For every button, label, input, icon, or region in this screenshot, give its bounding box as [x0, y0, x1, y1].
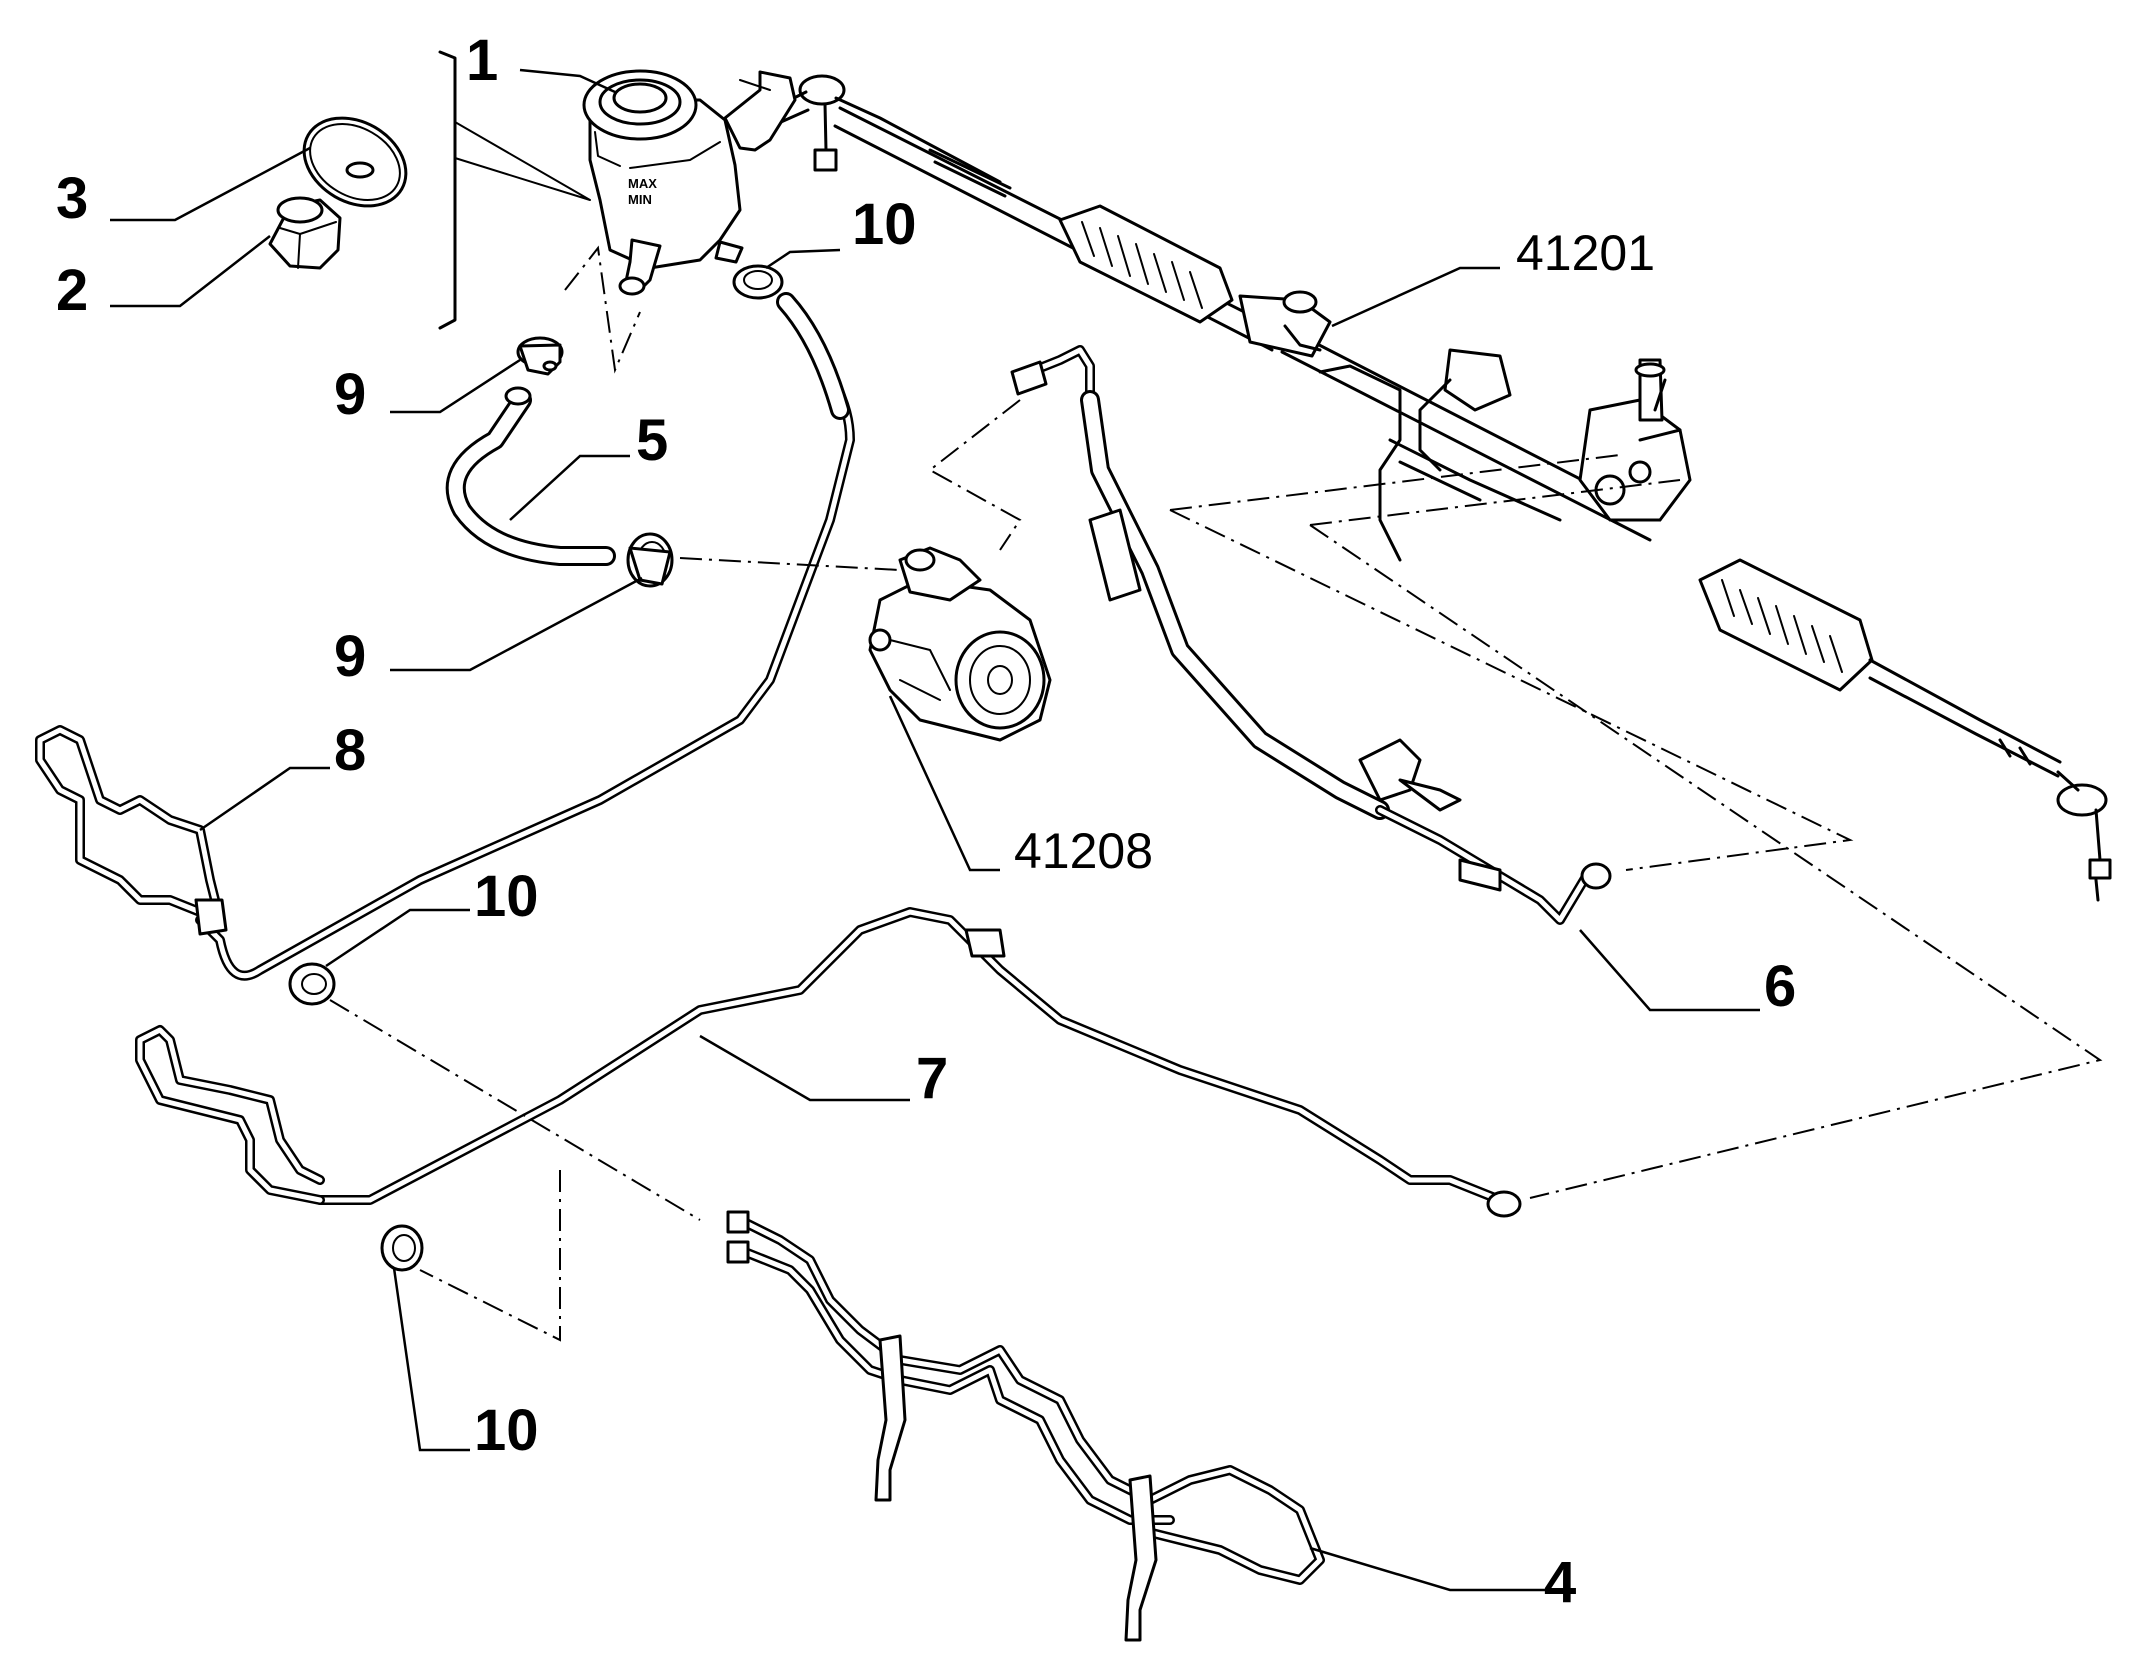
clamp-10-low [380, 1224, 424, 1272]
callout-10-mid: 10 [474, 864, 539, 929]
cooler-pipes-4 [726, 1210, 1325, 1642]
reservoir: MAX MIN [582, 69, 797, 296]
steering-pump [868, 546, 1052, 742]
cap-washer [302, 116, 408, 208]
leader-10a [765, 248, 841, 270]
leader-1 [519, 68, 616, 94]
callout-2: 2 [56, 258, 88, 323]
callout-10-top: 10 [852, 192, 917, 257]
leader-3 [110, 146, 311, 222]
steering-rack [768, 74, 2112, 902]
callout-4: 4 [1544, 1550, 1576, 1615]
clamp-10-reservoir [732, 264, 784, 300]
callout-6: 6 [1764, 954, 1796, 1019]
leader-10c [392, 1267, 470, 1452]
leader-9b [390, 576, 643, 672]
clamp-9-upper [516, 336, 564, 376]
leader-9a [390, 358, 521, 414]
group-bracket-arrows [454, 121, 591, 201]
callout-9-lower: 9 [334, 624, 366, 689]
leader-8 [199, 766, 330, 832]
leader-10b [325, 908, 470, 968]
nut [268, 196, 342, 270]
leader-41201 [1331, 266, 1500, 328]
hose-5 [445, 386, 616, 566]
pressure-hose-6 [1010, 345, 1612, 925]
leader-5 [509, 454, 630, 521]
leader-41208 [888, 695, 1000, 872]
callout-3: 3 [56, 166, 88, 231]
callout-8: 8 [334, 718, 366, 783]
leader-lines [110, 68, 1760, 1592]
clamp-10-mid [288, 962, 336, 1006]
callout-5: 5 [636, 408, 668, 473]
leader-2 [110, 235, 271, 308]
callout-ref-steering-rack: 41201 [1516, 225, 1655, 281]
reservoir-min-mark: MIN [628, 192, 652, 207]
connection-lines [329, 245, 2103, 1342]
reservoir-max-mark: MAX [628, 176, 657, 191]
callout-ref-pump: 41208 [1014, 823, 1153, 879]
leader-6 [1579, 929, 1760, 1012]
pressure-pipe-7 [135, 907, 1522, 1218]
return-hose-8 [35, 292, 855, 981]
callout-7: 7 [916, 1046, 948, 1111]
clamp-9-lower [626, 532, 674, 588]
leader-7 [699, 1034, 910, 1102]
group-bracket [438, 50, 457, 330]
callout-1: 1 [466, 28, 498, 93]
leader-4 [1309, 1546, 1550, 1592]
callout-10-low: 10 [474, 1398, 539, 1463]
callout-9-upper: 9 [334, 362, 366, 427]
